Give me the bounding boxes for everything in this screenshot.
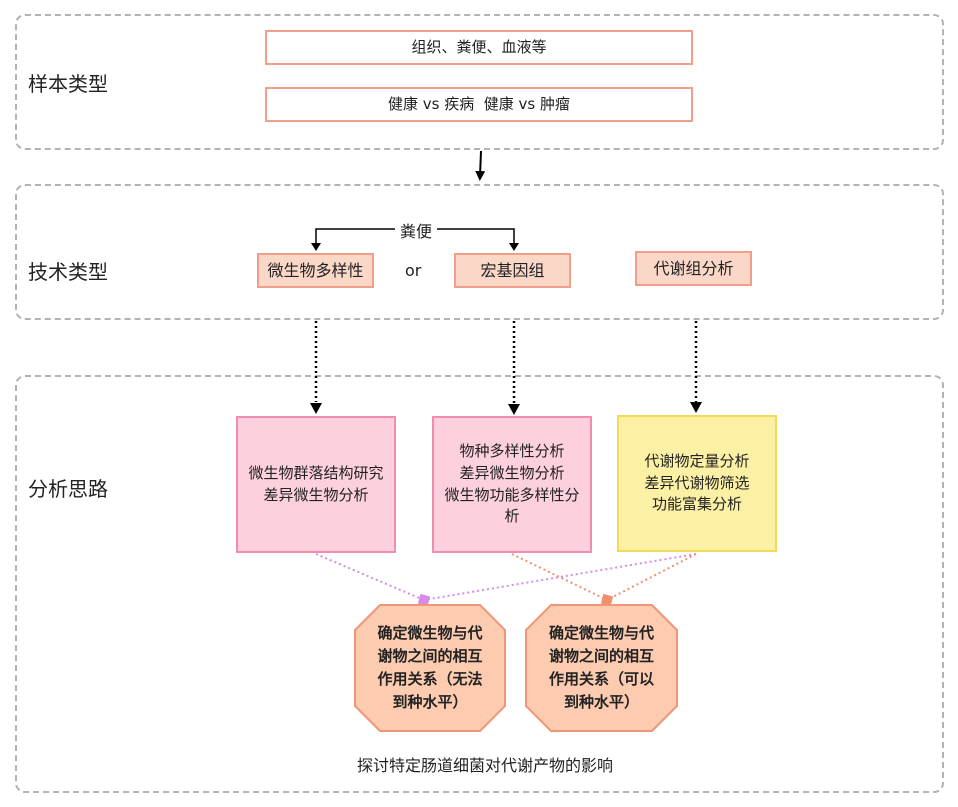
analysis-box-community-structure: 微生物群落结构研究 差异微生物分析 <box>236 416 396 553</box>
feces-label: 粪便 <box>400 222 433 241</box>
analysis-line: 析 <box>504 507 520 526</box>
analysis-line: 微生物群落结构研究 <box>248 463 384 482</box>
sample-type-section <box>15 14 944 150</box>
arrowhead-icon <box>508 404 520 415</box>
result-line: 到种水平） <box>392 693 468 712</box>
result-octagon-genus-level <box>354 604 506 732</box>
result-line: 确定微生物与代 <box>377 623 483 642</box>
purple-dotted-connector <box>315 553 425 601</box>
feces-bracket <box>437 228 515 244</box>
analysis-line: 代谢物定量分析 <box>644 451 750 470</box>
tech-method-metagenome: 宏基因组 <box>454 253 571 288</box>
tech-method-microbial-diversity: 微生物多样性 <box>257 253 374 288</box>
result-line: 谢物之间的相互 <box>377 646 483 665</box>
analysis-footer-text: 探讨特定肠道细菌对代谢产物的影响 <box>357 756 614 775</box>
analysis-line: 物种多样性分析 <box>459 442 565 460</box>
analysis-line: 功能富集分析 <box>651 495 742 514</box>
result-text-genus-level: 确定微生物与代 谢物之间的相互 作用关系（无法 到种水平） <box>355 605 505 731</box>
analysis-approach-label: 分析思路 <box>28 477 108 501</box>
sample-types-box: 组织、粪便、血液等 <box>265 30 693 65</box>
result-octagon-species-level <box>525 604 678 732</box>
analysis-approach-section <box>15 375 944 793</box>
or-label: or <box>405 261 422 280</box>
analysis-box-metabolite-quantification: 代谢物定量分析 差异代谢物筛选 功能富集分析 <box>617 415 777 552</box>
analysis-line: 差异微生物分析 <box>459 463 565 482</box>
sample-to-tech-arrow <box>475 150 486 181</box>
result-line: 到种水平） <box>563 693 639 712</box>
orange-dotted-connector <box>511 553 608 601</box>
technology-type-label: 技术类型 <box>28 260 108 284</box>
feces-bracket <box>315 228 395 244</box>
analysis-line: 微生物功能多样性分 <box>444 485 580 504</box>
analysis-box-species-diversity: 物种多样性分析 差异微生物分析 微生物功能多样性分 析 <box>432 416 592 553</box>
purple-connector-node <box>417 593 431 607</box>
sample-type-label: 样本类型 <box>28 72 108 96</box>
arrowhead-icon <box>690 402 702 413</box>
analysis-line: 差异微生物分析 <box>263 485 369 504</box>
arrowhead-icon <box>311 243 321 251</box>
result-line: 确定微生物与代 <box>548 623 654 642</box>
orange-connector-node <box>600 593 614 607</box>
result-text-species-level: 确定微生物与代 谢物之间的相互 作用关系（可以 到种水平） <box>526 605 677 731</box>
comparison-groups-box: 健康 vs 疾病 健康 vs 肿瘤 <box>265 87 693 122</box>
orange-dotted-connector <box>606 553 697 601</box>
arrowhead-icon <box>509 243 519 251</box>
purple-dotted-connector <box>423 553 697 601</box>
analysis-line: 差异代谢物筛选 <box>644 473 750 492</box>
result-line: 谢物之间的相互 <box>548 646 654 665</box>
technology-type-section <box>15 184 944 320</box>
result-line: 作用关系（无法 <box>377 670 483 688</box>
tech-method-metabolome: 代谢组分析 <box>635 251 752 286</box>
result-line: 作用关系（可以 <box>548 670 654 688</box>
arrowhead-icon <box>310 403 322 414</box>
